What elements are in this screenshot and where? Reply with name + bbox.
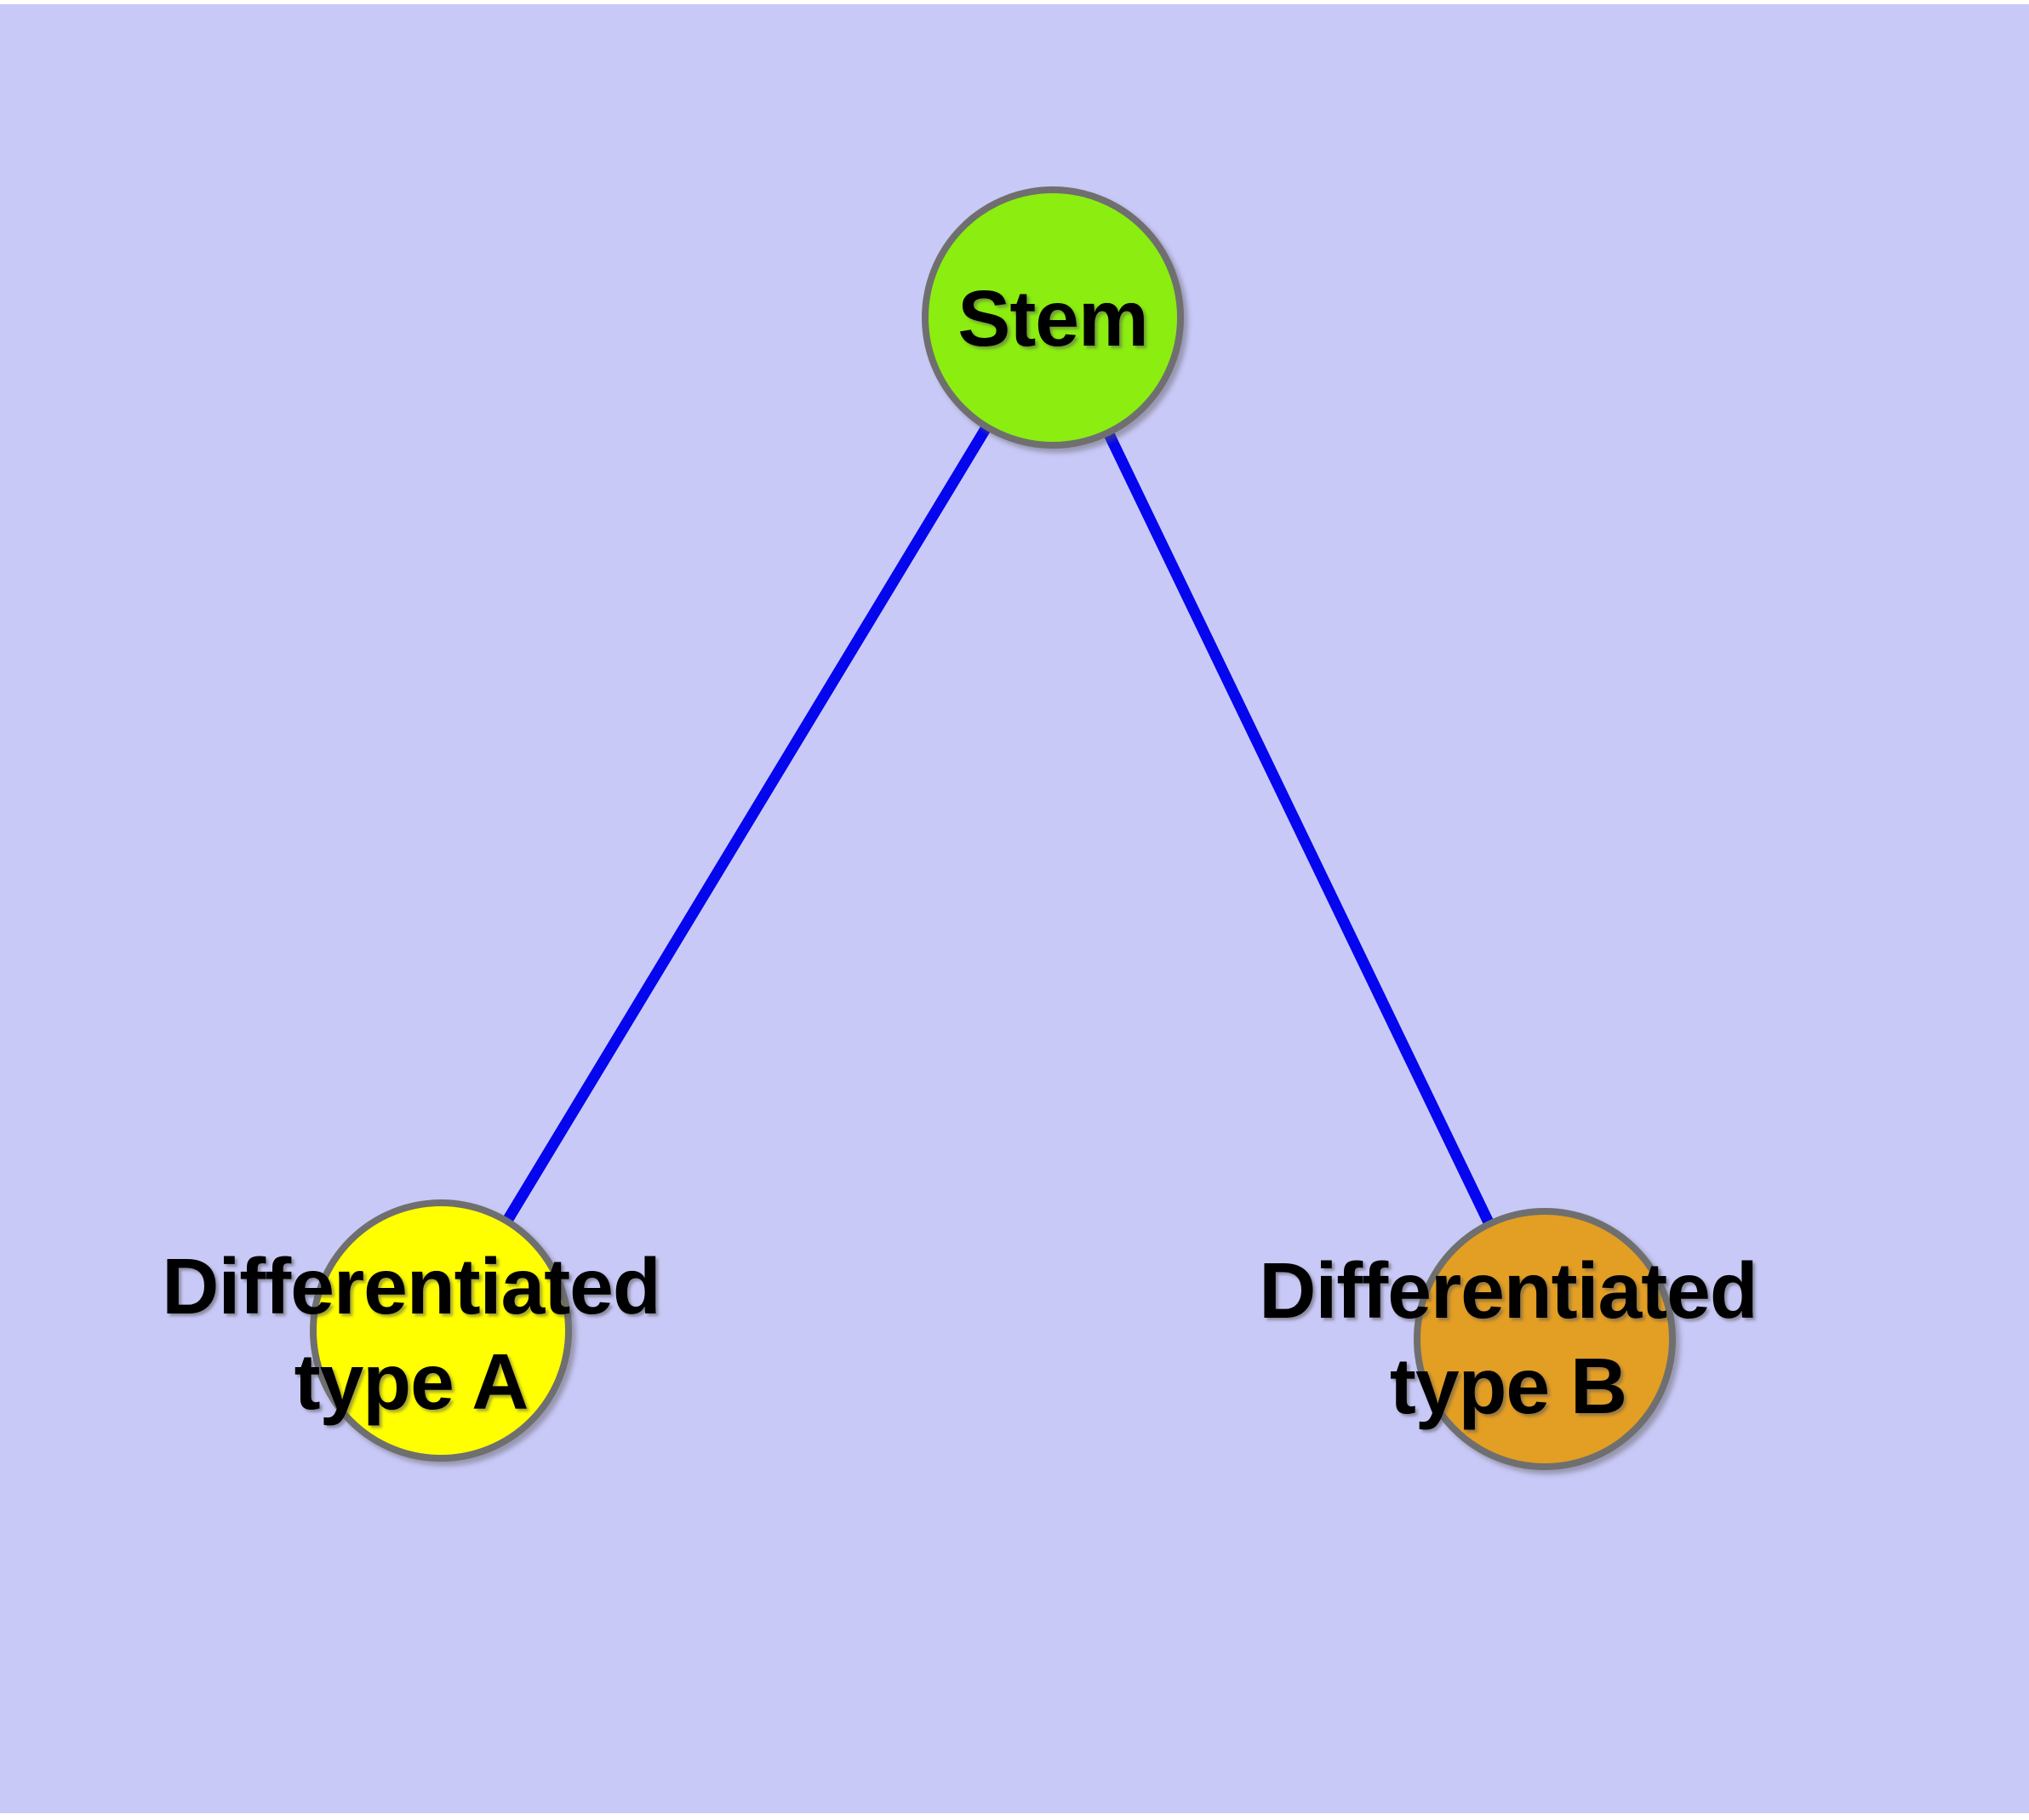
- bottom-white-margin: [0, 1813, 2029, 1820]
- differentiated-type-b-node: [1414, 1208, 1676, 1470]
- differentiated-type-b-label: Differentiated type B: [1259, 1243, 1758, 1434]
- type-b-label-line-1: Differentiated: [1259, 1246, 1758, 1335]
- type-b-label-line-2: type B: [1389, 1342, 1627, 1430]
- edge-stem-to-type-b: [1048, 315, 1550, 1342]
- top-white-margin: [0, 0, 2029, 4]
- stem-label-text: Stem: [957, 274, 1148, 363]
- edge-stem-to-type-a: [436, 314, 1058, 1334]
- stem-node: [922, 186, 1184, 449]
- type-a-label-line-1: Differentiated: [162, 1242, 660, 1331]
- differentiated-type-a-label: Differentiated type A: [162, 1239, 660, 1429]
- differentiated-type-a-node: [310, 1199, 572, 1462]
- stem-node-label: Stem: [957, 271, 1148, 366]
- type-a-label-line-2: type A: [294, 1337, 529, 1426]
